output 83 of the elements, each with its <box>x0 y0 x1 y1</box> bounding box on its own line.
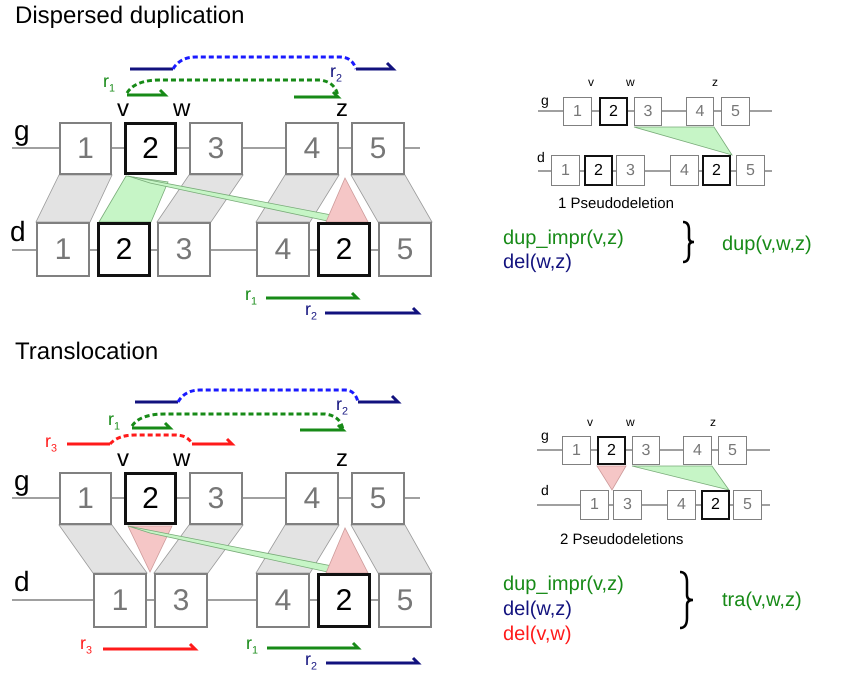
segment-box: 3 <box>632 436 660 465</box>
duplicated-segment-box: 2 <box>597 436 626 465</box>
breakpoint-label: w <box>626 76 635 88</box>
breakpoint-label: v <box>117 447 129 471</box>
segment-box: 1 <box>551 155 580 186</box>
segment-box: 3 <box>634 97 662 126</box>
read-label: r$_{3}$ <box>45 432 58 454</box>
sequence-label: g <box>14 467 30 495</box>
duplicated-segment-box: 2 <box>317 573 371 628</box>
segment-box: 5 <box>378 573 432 628</box>
operation-label: del(w,z) <box>503 252 572 272</box>
segment-box: 4 <box>670 155 699 186</box>
duplicated-segment-box: 2 <box>701 490 730 520</box>
read-label: r$_{1}$ <box>103 72 116 94</box>
segment-box: 4 <box>683 436 712 465</box>
read-label: r$_{2}$ <box>330 62 342 84</box>
operation-label: dup(v,w,z) <box>722 234 812 254</box>
operation-label: dup_impr(v,z) <box>503 574 624 594</box>
operation-label: dup_impr(v,z) <box>503 228 624 248</box>
breakpoint-label: z <box>712 76 718 88</box>
sequence-label: g <box>541 428 549 442</box>
read-label: r$_{2}$ <box>336 395 348 418</box>
segment-box: 1 <box>93 573 147 628</box>
breakpoint-label: z <box>710 416 716 428</box>
duplicated-segment-box: 2 <box>97 222 151 277</box>
segment-box: 1 <box>562 436 591 465</box>
duplicated-segment-box: 2 <box>124 122 177 175</box>
duplicated-segment-box: 2 <box>599 97 628 126</box>
segment-box: 5 <box>718 436 747 465</box>
sequence-label: g <box>14 117 30 145</box>
sequence-label: d <box>14 568 30 596</box>
breakpoint-label: v <box>117 97 129 121</box>
segment-box: 5 <box>378 222 432 277</box>
duplicated-segment-box: 2 <box>124 472 177 525</box>
section-title: Dispersed duplication <box>15 4 244 28</box>
segment-box: 5 <box>351 122 405 175</box>
segment-box: 1 <box>36 222 90 277</box>
read-label: r$_{3}$ <box>80 634 92 656</box>
segment-box: 5 <box>351 472 405 525</box>
operation-label: del(v,w) <box>503 624 572 644</box>
segment-box: 4 <box>686 97 714 126</box>
read-label: r$_{2}$ <box>305 650 318 672</box>
segment-box: 1 <box>580 490 609 520</box>
breakpoint-label: w <box>626 416 635 428</box>
segment-box: 3 <box>616 155 645 186</box>
breakpoint-label: w <box>173 447 190 471</box>
segment-box: 4 <box>667 490 696 520</box>
segment-box: 3 <box>154 573 208 628</box>
segment-box: 1 <box>563 97 592 126</box>
duplicated-segment-box: 2 <box>702 155 731 186</box>
operation-label: del(w,z) <box>503 599 572 619</box>
section-title: Translocation <box>15 340 158 364</box>
segment-box: 4 <box>256 222 310 277</box>
breakpoint-label: v <box>587 416 593 428</box>
read-label: r$_{1}$ <box>246 634 258 656</box>
breakpoint-label: z <box>336 97 348 121</box>
breakpoint-label: w <box>173 97 190 121</box>
segment-box: 1 <box>59 472 112 525</box>
segment-box: 3 <box>189 472 243 525</box>
segment-box: 5 <box>736 155 765 186</box>
segment-box: 5 <box>733 490 762 520</box>
breakpoint-label: v <box>588 76 594 88</box>
segment-box: 4 <box>256 573 310 628</box>
segment-box: 1 <box>59 122 112 175</box>
read-label: r$_{1}$ <box>245 285 258 308</box>
segment-box: 3 <box>613 490 642 520</box>
segment-box: 3 <box>189 122 243 175</box>
breakpoint-label: z <box>336 447 348 471</box>
segment-box: 4 <box>285 122 339 175</box>
sequence-label: d <box>541 483 549 497</box>
read-label: r$_{2}$ <box>305 300 318 322</box>
duplicated-segment-box: 2 <box>317 222 371 277</box>
segment-box: 4 <box>285 472 339 525</box>
sequence-label: g <box>541 93 549 107</box>
read-label: r$_{1}$ <box>108 410 120 432</box>
caption: 1 Pseudodeletion <box>558 196 674 211</box>
segment-box: 3 <box>157 222 211 277</box>
sequence-label: d <box>10 218 26 246</box>
sequence-label: d <box>537 150 545 164</box>
caption: 2 Pseudodeletions <box>560 532 684 547</box>
operation-label: tra(v,w,z) <box>722 590 802 610</box>
duplicated-segment-box: 2 <box>584 155 613 186</box>
segment-box: 5 <box>721 97 750 126</box>
